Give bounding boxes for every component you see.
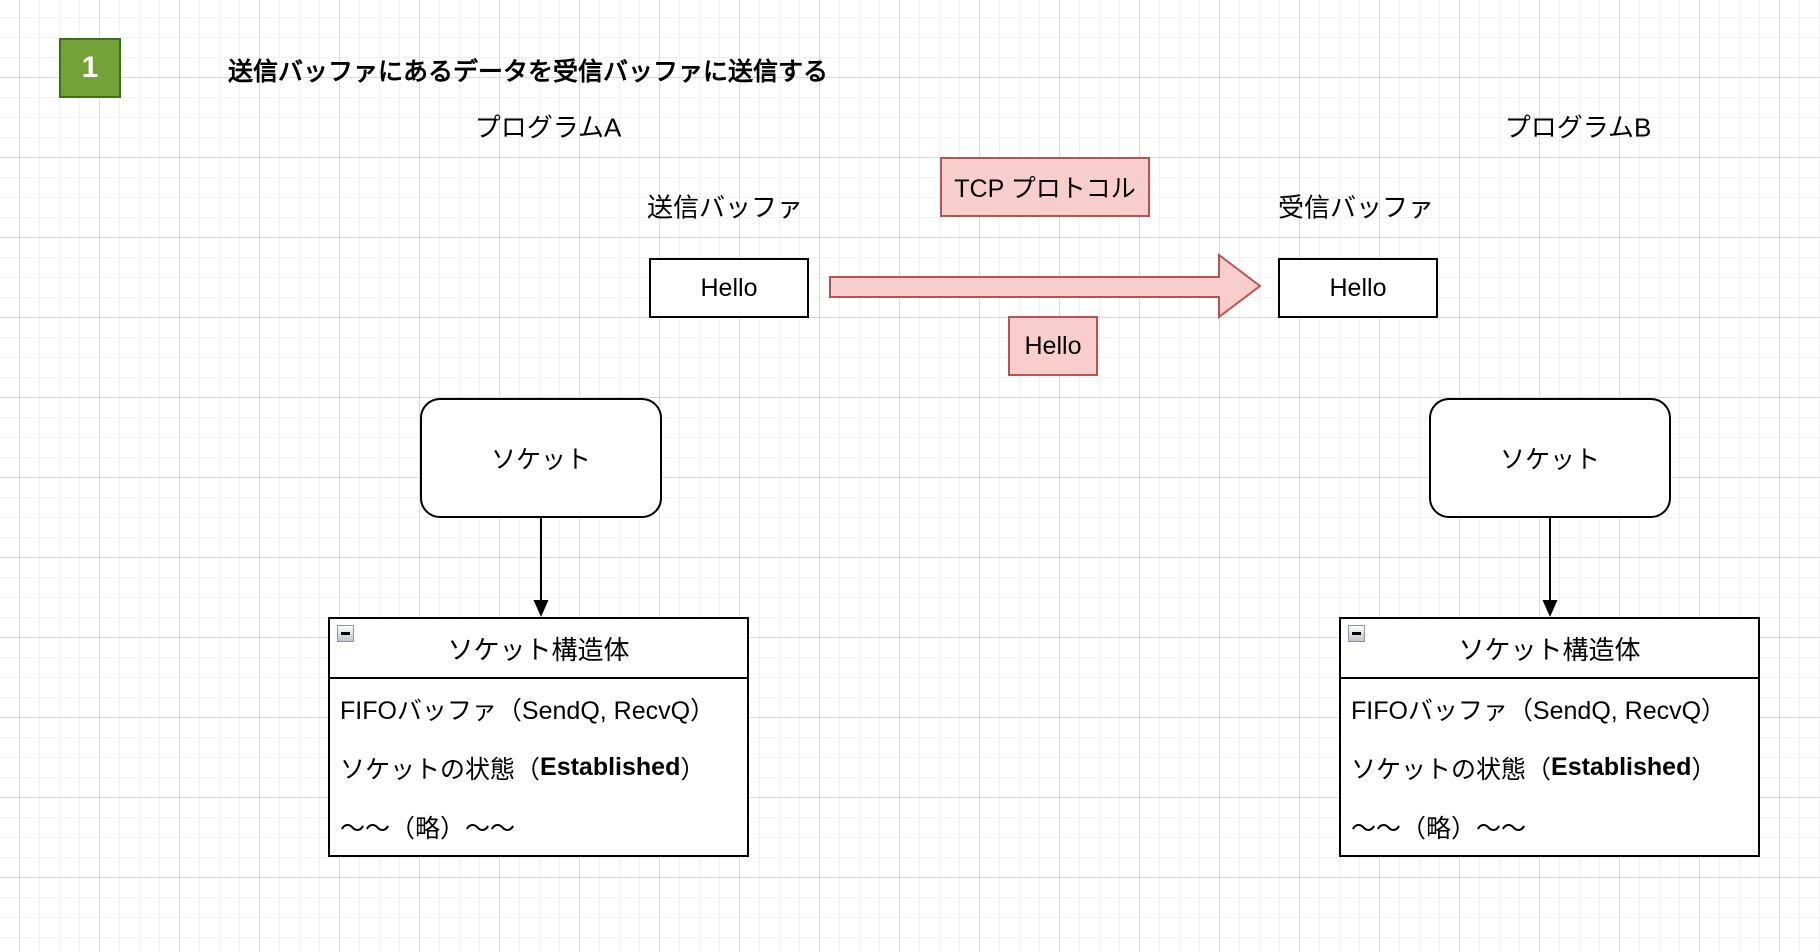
socket-struct-a-title: ソケット構造体 [447,634,630,665]
collapse-button[interactable] [1348,625,1365,642]
send-hello-box: Hello [649,258,809,318]
struct-row-omitted: 〜〜（略）〜〜 [340,814,516,843]
transfer-payload-tag: Hello [1008,316,1098,376]
program-b-label: プログラムB [1504,112,1652,143]
struct-row-state-value: Established [1551,753,1692,781]
socket-b-link-arrowhead [1542,600,1558,617]
receive-buffer-label: 受信バッファ [1277,192,1435,223]
socket-b-box: ソケット [1429,398,1671,518]
struct-row-state-suffix: ） [680,755,706,784]
collapse-button[interactable] [337,625,354,642]
socket-a-box: ソケット [420,398,662,518]
struct-row-state-suffix: ） [1691,755,1717,784]
tcp-protocol-box: TCP プロトコル [940,157,1150,217]
socket-struct-b-box: ソケット構造体 FIFOバッファ（SendQ, RecvQ） ソケットの状態（E… [1339,617,1760,857]
struct-row-fifo: FIFOバッファ（SendQ, RecvQ） [340,696,716,725]
struct-row-fifo: FIFOバッファ（SendQ, RecvQ） [1351,696,1727,725]
socket-struct-b-title: ソケット構造体 [1458,634,1641,665]
send-hello-label: Hello [700,273,758,302]
socket-b-label: ソケット [1499,446,1600,474]
send-buffer-label: 送信バッファ [646,192,804,223]
struct-row-state-prefix: ソケットの状態（ [340,755,541,784]
socket-struct-b-header: ソケット構造体 [1341,619,1758,679]
socket-a-link-arrow-icon [533,518,549,617]
socket-a-label: ソケット [490,446,591,474]
struct-row-state-prefix: ソケットの状態（ [1351,755,1552,784]
socket-a-link-arrowhead [533,600,549,617]
transfer-arrow-shape [829,252,1262,320]
struct-row-state: ソケットの状態（Established） [330,738,747,797]
step-number-badge: 1 [59,38,121,98]
step-number: 1 [81,51,99,84]
socket-struct-a-header: ソケット構造体 [330,619,747,679]
receive-hello-box: Hello [1278,258,1438,318]
struct-row-state-value: Established [540,753,681,781]
socket-b-link-arrow-icon [1542,518,1558,617]
collapse-minus-icon [341,632,350,635]
struct-row-omitted: 〜〜（略）〜〜 [1351,814,1527,843]
struct-row-state: ソケットの状態（Established） [1341,738,1758,797]
diagram-title: 送信バッファにあるデータを受信バッファに送信する [228,58,829,86]
data-transfer-arrow-icon [829,252,1262,320]
socket-struct-a-box: ソケット構造体 FIFOバッファ（SendQ, RecvQ） ソケットの状態（E… [328,617,749,857]
transfer-payload-label: Hello [1024,331,1082,360]
program-a-label: プログラムA [474,112,622,143]
tcp-protocol-label: TCP プロトコル [954,175,1136,203]
receive-hello-label: Hello [1329,273,1387,302]
collapse-minus-icon [1352,632,1361,635]
